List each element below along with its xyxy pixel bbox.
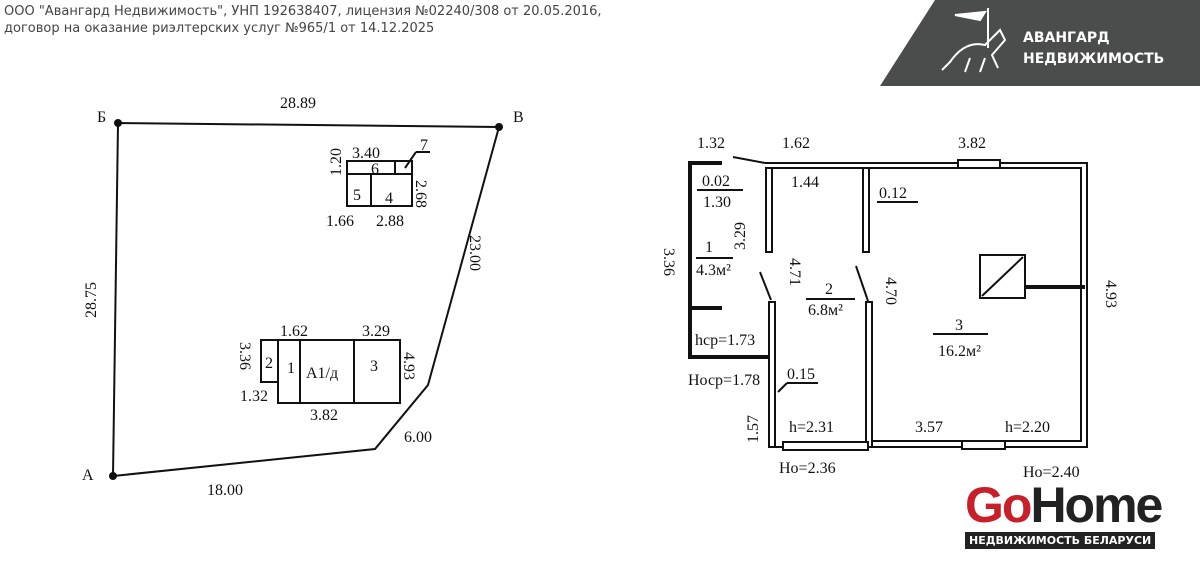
dim: 1.32 xyxy=(697,135,725,152)
height-label: h=2.20 xyxy=(1005,419,1050,436)
point-b: Б xyxy=(97,109,106,126)
room-label: 1 xyxy=(287,360,295,377)
dim: 3.36 xyxy=(236,342,253,370)
height-label: Hо=2.36 xyxy=(779,460,836,477)
edge-left: 28.75 xyxy=(83,282,100,318)
brand-name: АВАНГАРД НЕДВИЖИМОСТЬ xyxy=(1023,28,1164,70)
company-info: ООО "Авангард Недвижимость", УНП 1926384… xyxy=(4,3,602,37)
dim: 1.32 xyxy=(240,388,268,405)
brand-banner xyxy=(880,0,1200,86)
dim: 3.29 xyxy=(362,323,390,340)
dim: 3.82 xyxy=(958,135,986,152)
room-number: 2 xyxy=(825,281,833,298)
height-label: hср=1.73 xyxy=(695,332,755,349)
edge-top: 28.89 xyxy=(280,95,316,112)
outbuilding xyxy=(346,151,430,207)
plot-boundary xyxy=(111,121,501,478)
dim: 0.02 xyxy=(702,173,730,190)
dim: 0.15 xyxy=(787,366,815,383)
point-v: В xyxy=(513,109,524,126)
dim: 4.70 xyxy=(882,277,899,305)
dim: 3.40 xyxy=(352,145,380,162)
height-label: Hо=2.40 xyxy=(1023,464,1080,481)
dim: 1.57 xyxy=(745,415,762,443)
house xyxy=(260,339,401,404)
gohome-home: Home xyxy=(1030,477,1163,533)
dim: 3.57 xyxy=(915,419,943,436)
edge-corner: 6.00 xyxy=(404,429,432,446)
floor-plan xyxy=(688,156,1088,451)
room-label: А1/д xyxy=(306,365,338,382)
dim: 4.71 xyxy=(786,258,803,286)
dim: 4.93 xyxy=(400,352,417,380)
site-labels: Б В А 28.89 28.75 23.00 6.00 18.00 3.40 … xyxy=(82,95,524,499)
gohome-go: Go xyxy=(965,477,1032,533)
room-number: 3 xyxy=(955,317,963,334)
dim: 1.66 xyxy=(326,213,354,230)
dim: 1.62 xyxy=(782,135,810,152)
floor-plan-labels: 1.32 1.62 3.82 0.02 1.30 1.44 0.12 3.29 … xyxy=(660,135,1119,481)
edge-right: 23.00 xyxy=(466,235,483,271)
dim: 1.62 xyxy=(280,323,308,340)
company-info-line1: ООО "Авангард Недвижимость", УНП 1926384… xyxy=(4,4,602,19)
room-label: 7 xyxy=(420,137,428,154)
dim: 1.44 xyxy=(791,174,819,191)
room-area: 4.3м² xyxy=(696,262,731,279)
dim: 3.82 xyxy=(310,407,338,424)
height-label: h=2.31 xyxy=(789,419,834,436)
height-label: Hоср=1.78 xyxy=(688,372,760,389)
room-area: 6.8м² xyxy=(808,302,843,319)
company-info-line2: договор на оказание риэлтерских услуг №9… xyxy=(4,21,435,36)
dim: 0.12 xyxy=(879,185,907,202)
dim: 4.93 xyxy=(1102,280,1119,308)
room-label: 5 xyxy=(353,187,361,204)
room-label: 2 xyxy=(265,355,273,372)
edge-bottom: 18.00 xyxy=(207,482,243,499)
room-label: 4 xyxy=(385,190,393,207)
dim: 2.88 xyxy=(376,213,404,230)
gohome-logo: GoHome НЕДВИЖИМОСТЬ БЕЛАРУСИ xyxy=(965,477,1163,549)
brand-line2: НЕДВИЖИМОСТЬ xyxy=(1023,51,1165,67)
dim: 1.30 xyxy=(703,194,731,211)
point-a: А xyxy=(82,467,94,484)
room-label: 6 xyxy=(371,161,379,178)
room-number: 1 xyxy=(705,239,713,256)
room-label: 3 xyxy=(370,358,378,375)
room-area: 16.2м² xyxy=(938,343,981,360)
dim: 1.20 xyxy=(328,148,345,176)
dim: 3.36 xyxy=(660,248,677,276)
site-plan xyxy=(109,119,503,480)
brand-line1: АВАНГАРД xyxy=(1023,30,1110,46)
dim: 2.68 xyxy=(412,180,429,208)
knight-logo-icon xyxy=(941,8,1007,73)
gohome-subtitle: НЕДВИЖИМОСТЬ БЕЛАРУСИ xyxy=(965,532,1156,549)
dim: 3.29 xyxy=(732,222,749,250)
